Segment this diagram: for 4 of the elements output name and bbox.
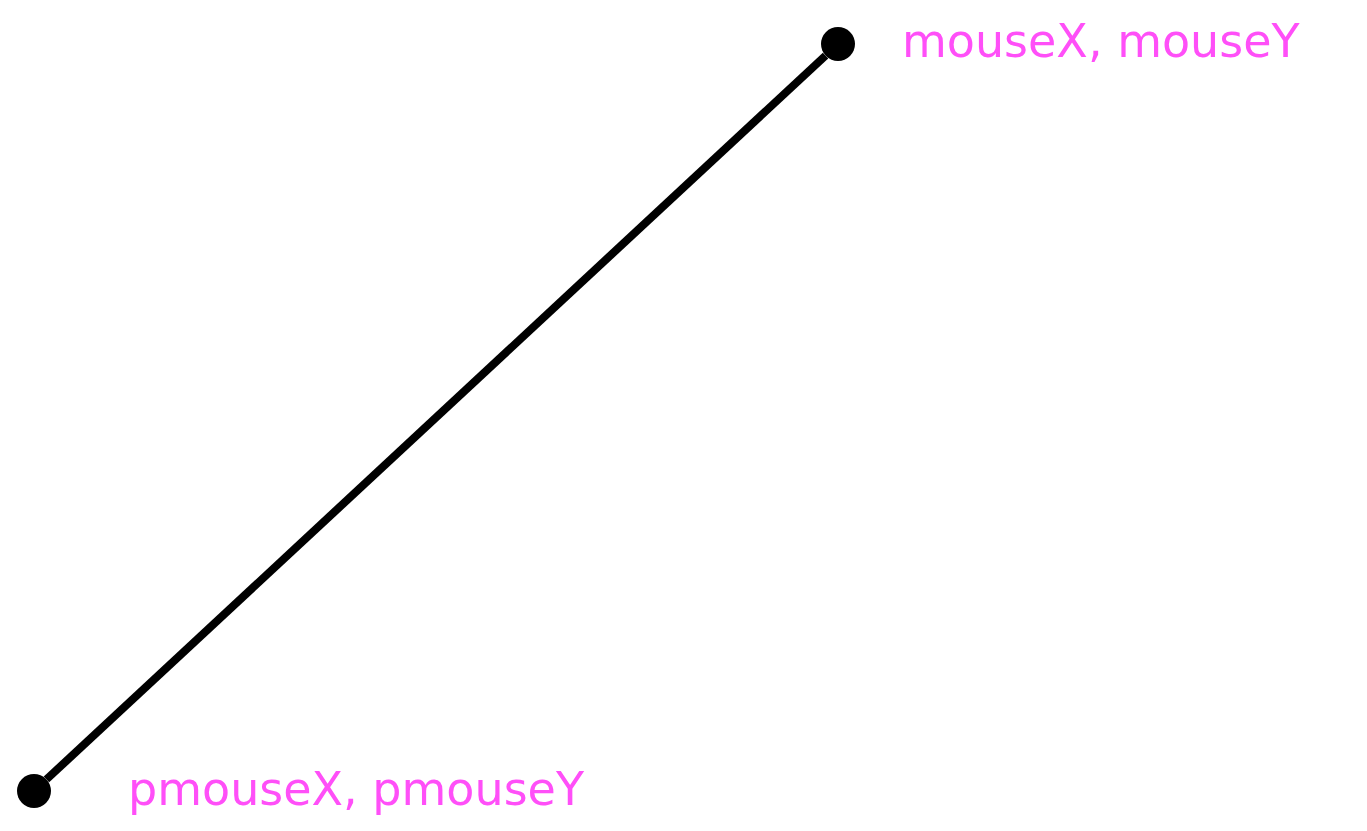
connector-line [43,52,829,783]
point-dot [17,774,51,808]
point-label: mouseX, mouseY [902,18,1300,64]
point-dot [821,27,855,61]
